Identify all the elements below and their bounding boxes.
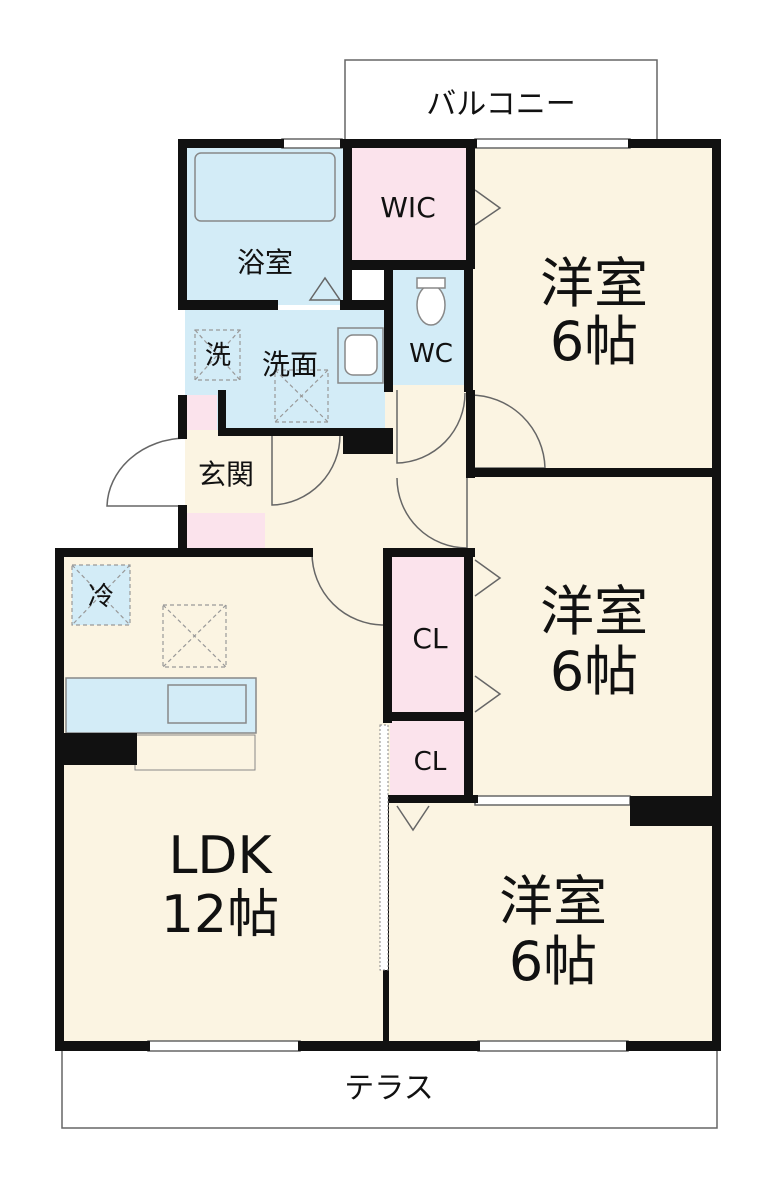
ldk-door-swing <box>311 552 385 626</box>
entrance-label: 玄関 <box>198 458 254 491</box>
room3-name: 洋室 <box>499 870 607 933</box>
wall-cl-right <box>464 548 473 798</box>
bath-label: 浴室 <box>237 246 293 279</box>
cl2-door-triangle <box>396 805 430 832</box>
washer-x1 <box>194 329 241 381</box>
washroom-duct-x2 <box>274 369 329 423</box>
room3-size: 6帖 <box>509 930 597 993</box>
shoe-cabinet-top <box>185 395 217 430</box>
cl2-floor <box>390 720 468 795</box>
wall-wash-left <box>218 390 226 435</box>
wall-wic-room1 <box>466 139 475 269</box>
wall-cl-middle <box>383 712 473 721</box>
wall-bottom-2 <box>298 1041 480 1051</box>
wall-room1-room2 <box>466 468 721 477</box>
hall-door-swing-1 <box>271 434 341 506</box>
wic-label: WIC <box>380 191 436 224</box>
wc-door-swing <box>396 390 466 464</box>
wall-wc-right <box>464 260 473 392</box>
room1-name: 洋室 <box>540 252 648 315</box>
wall-room2-left <box>466 390 475 478</box>
room1-door-swing <box>469 394 546 469</box>
wall-cl-left <box>383 548 392 723</box>
ldk-name: LDK <box>168 826 273 886</box>
balcony-window <box>474 138 631 149</box>
cl1-door-triangle-2 <box>474 675 502 713</box>
wall-top-mid <box>340 139 477 148</box>
room2-floor <box>470 473 715 800</box>
wall-wc-left <box>384 260 393 392</box>
washbasin-bowl <box>344 334 378 376</box>
room1-size: 6帖 <box>550 310 638 373</box>
sliding-door <box>379 724 389 971</box>
cl1-label: CL <box>412 622 448 655</box>
front-door-swing <box>106 437 186 507</box>
wall-top-left <box>178 139 284 148</box>
ldk-size: 12帖 <box>161 885 279 945</box>
ldk-duct-x2 <box>162 604 227 668</box>
bathtub <box>194 152 336 222</box>
wall-left-upper <box>178 139 187 309</box>
wall-wash-bottom <box>218 428 348 436</box>
fridge-label: 冷 <box>88 582 114 612</box>
balcony-area <box>344 59 658 146</box>
wall-bath-wic <box>343 139 352 309</box>
toilet-bowl <box>416 284 446 326</box>
wall-bath-bottom <box>178 300 278 310</box>
room2-room3-window <box>474 795 631 806</box>
bath-window <box>281 138 343 149</box>
washer-x2 <box>194 329 241 381</box>
wall-cl2-bottom <box>383 795 478 803</box>
room3-window <box>477 1040 629 1052</box>
wall-ldk-top-right <box>383 548 475 557</box>
wall-left-entrance-2 <box>178 505 187 555</box>
washroom-duct <box>274 369 329 423</box>
balcony-label: バルコニー <box>426 87 575 122</box>
terrace-label: テラス <box>344 1071 433 1106</box>
ldk-window <box>147 1040 301 1052</box>
room3-floor <box>390 800 715 1047</box>
cl2-label: CL <box>414 747 447 777</box>
wall-right <box>712 139 721 1051</box>
wall-bottom-3 <box>626 1041 721 1051</box>
column-kitchen <box>55 733 137 765</box>
toilet-tank <box>416 277 446 289</box>
washer-space <box>194 329 241 381</box>
wall-left-entrance <box>178 395 187 439</box>
fridge-space <box>71 564 131 626</box>
wall-left-ldk <box>55 548 64 1048</box>
wall-bath-bottom-2 <box>340 300 390 310</box>
cl1-door-triangle-1 <box>474 559 502 597</box>
wic-door-triangle <box>474 189 502 226</box>
wall-wash-corner <box>343 428 393 454</box>
ldk-duct <box>162 604 227 668</box>
column-room3 <box>630 796 721 826</box>
bath-door-triangle <box>308 276 342 301</box>
room2-door-swing <box>396 477 468 549</box>
shoe-cabinet-bottom <box>185 513 265 548</box>
washer-label: 洗 <box>205 341 231 371</box>
wall-wic-bottom <box>343 260 473 270</box>
wall-bottom-1 <box>55 1041 150 1051</box>
ldk-floor <box>60 550 390 1047</box>
wic-floor <box>350 145 468 260</box>
room2-size: 6帖 <box>550 640 638 703</box>
room1-floor <box>470 145 715 473</box>
terrace-area <box>61 1049 718 1129</box>
wall-top-right <box>628 139 721 148</box>
wc-label: WC <box>409 339 453 369</box>
washroom-label: 洗面 <box>262 348 318 381</box>
kitchen-sink <box>167 684 247 724</box>
cl1-floor <box>390 557 468 712</box>
room2-name: 洋室 <box>540 580 648 643</box>
